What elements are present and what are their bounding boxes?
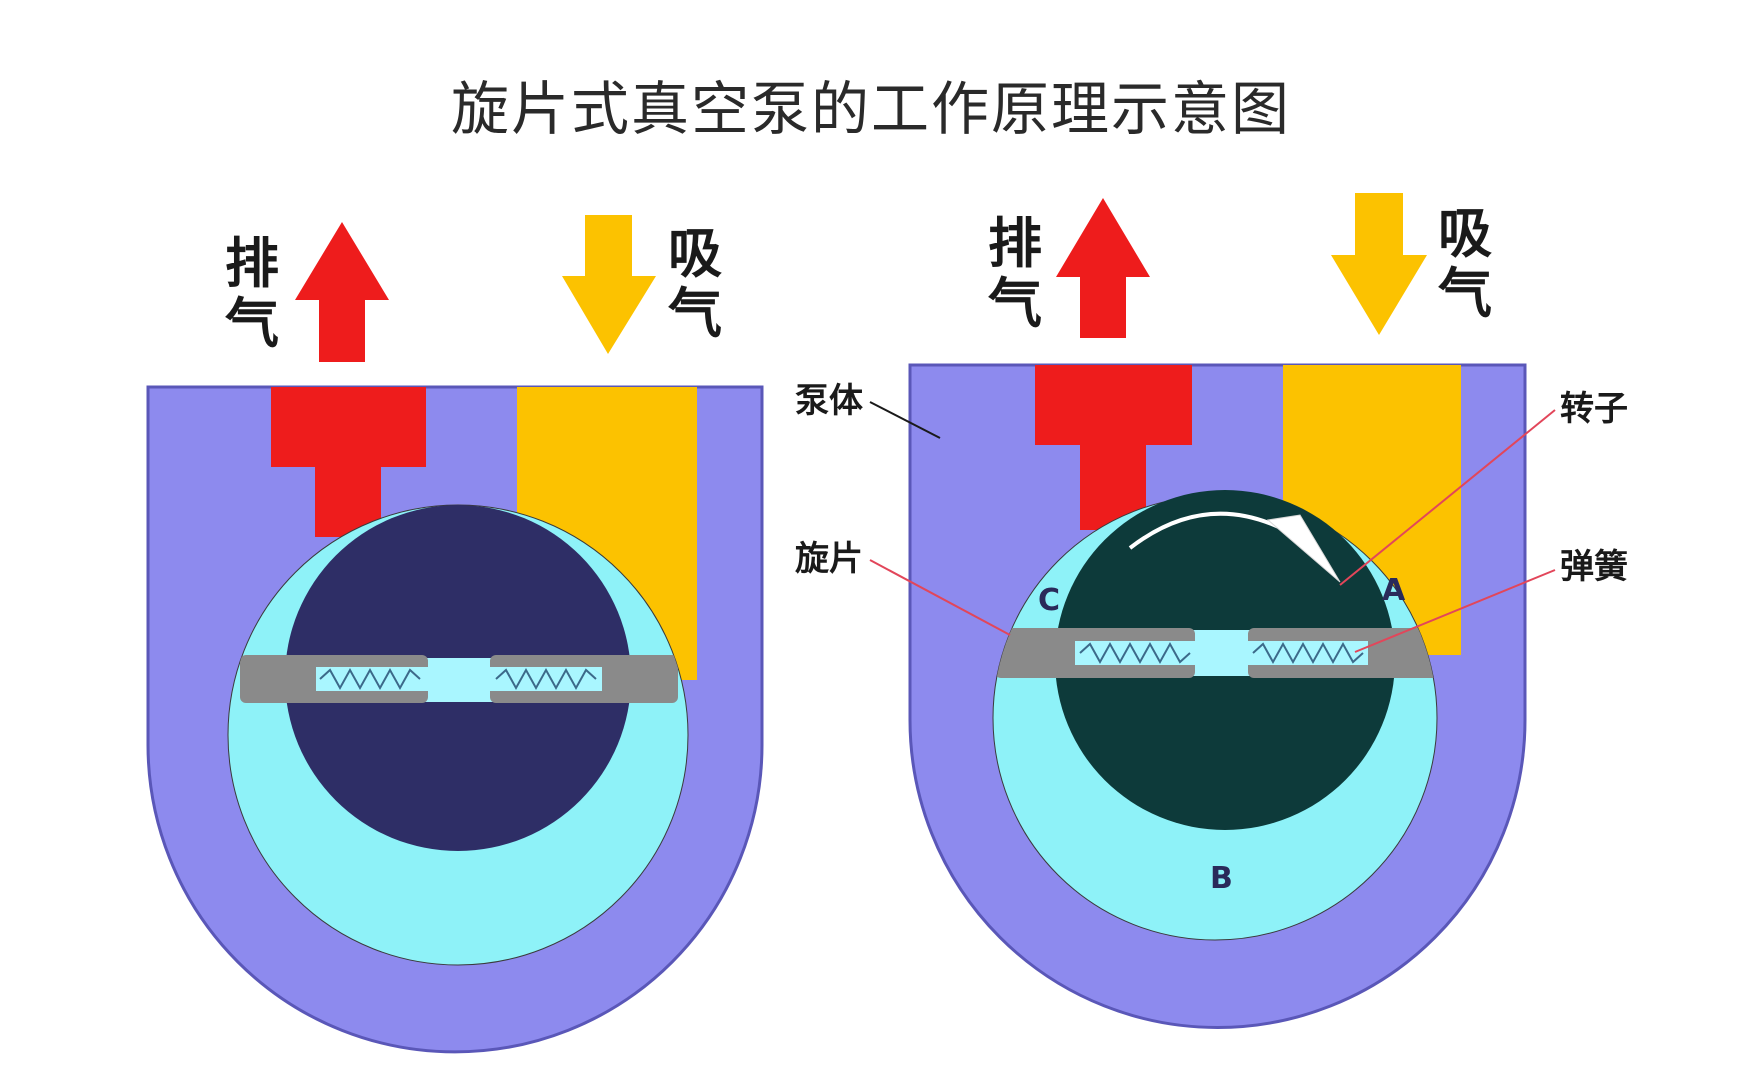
left-intake-arrow [562, 215, 656, 354]
rotation-arrowhead [1266, 514, 1341, 583]
chamber-label-b: B [1210, 861, 1233, 896]
left-pump: 排 气 吸 气 [146, 215, 764, 1054]
right-exhaust-label-2: 气 [988, 272, 1042, 335]
right-intake-label-1: 吸 [1438, 202, 1492, 265]
diagram-title: 旋片式真空泵的工作原理示意图 [450, 75, 1291, 143]
label-pump-body: 泵体 [795, 381, 863, 421]
label-spring: 弹簧 [1560, 547, 1628, 587]
label-rotor: 转子 [1560, 389, 1628, 429]
left-exhaust-port-top [271, 387, 426, 467]
leader-pump-body [869, 401, 941, 439]
right-exhaust-arrow [1056, 198, 1150, 338]
right-exhaust-label-1: 排 [988, 212, 1042, 275]
leader-vane [869, 559, 1011, 636]
left-spring-right [495, 667, 597, 691]
right-exhaust-port-top [1035, 365, 1192, 445]
chamber-label-a: A [1382, 573, 1406, 608]
left-spring-left [319, 667, 421, 691]
leader-spring [1354, 569, 1556, 653]
right-intake-arrow [1331, 193, 1427, 335]
left-exhaust-label-1: 排 [225, 232, 279, 295]
left-exhaust-arrow [295, 222, 389, 362]
left-exhaust-label-2: 气 [225, 292, 279, 355]
right-pump: C A B 排 气 吸 气 泵体 旋片 转子 弹簧 [795, 193, 1628, 1029]
rotation-arrow [1128, 511, 1286, 550]
right-spring-left [1079, 641, 1191, 665]
left-intake-label-2: 气 [668, 282, 722, 345]
leader-rotor [1339, 409, 1556, 586]
right-spring-right [1252, 641, 1364, 665]
label-vane: 旋片 [795, 539, 863, 579]
chamber-label-c: C [1038, 583, 1060, 618]
left-intake-label-1: 吸 [668, 222, 722, 285]
right-intake-label-2: 气 [1438, 262, 1492, 325]
